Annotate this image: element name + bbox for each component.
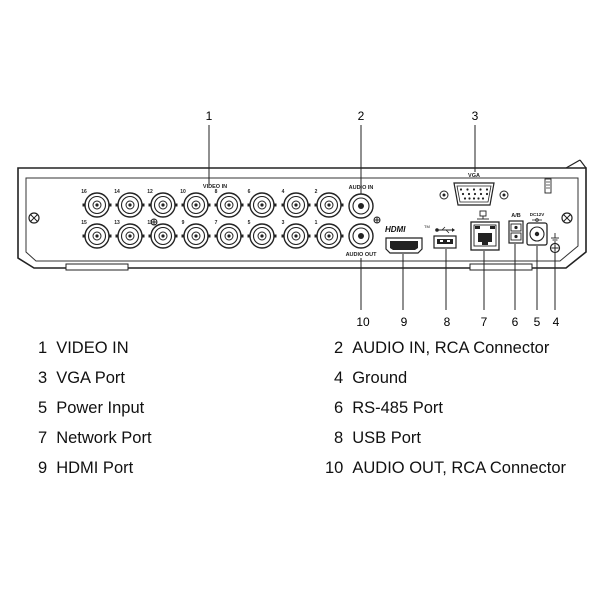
bnc-video-input[interactable] xyxy=(82,192,112,218)
callout-4: 4 xyxy=(553,315,560,329)
bnc-video-input[interactable] xyxy=(214,223,244,249)
bnc-channel-number: 10 xyxy=(180,189,186,195)
callout-2: 2 xyxy=(358,109,365,123)
bnc-video-input[interactable] xyxy=(247,192,277,218)
rs485-port[interactable] xyxy=(508,220,524,244)
left-screw xyxy=(28,212,40,224)
callout-1: 1 xyxy=(206,109,213,123)
bnc-channel-number: 7 xyxy=(215,220,218,226)
bnc-video-input[interactable] xyxy=(148,223,178,249)
bnc-video-input[interactable] xyxy=(247,223,277,249)
audio-out-rca-connector[interactable] xyxy=(348,223,374,249)
bnc-channel-number: 6 xyxy=(248,189,251,195)
video-ground-mark xyxy=(150,218,158,226)
bnc-channel-number: 9 xyxy=(182,220,185,226)
callout-leader-lines xyxy=(208,125,556,310)
video-in-bnc-group: 16 14 12 10 8 6 4 2 15 13 11 9 7 5 3 1 xyxy=(81,189,344,249)
callout-6: 6 xyxy=(512,315,519,329)
network-port[interactable] xyxy=(470,221,500,251)
video-in-panel-label: VIDEO IN xyxy=(203,184,227,190)
bnc-channel-number: 1 xyxy=(315,220,318,226)
usb-icon xyxy=(435,226,455,234)
vga-port[interactable] xyxy=(439,182,509,206)
bnc-channel-number: 16 xyxy=(81,189,87,195)
bnc-video-input[interactable] xyxy=(314,192,344,218)
callout-5: 5 xyxy=(534,315,541,329)
bnc-channel-number: 8 xyxy=(215,189,218,195)
bnc-channel-number: 13 xyxy=(114,220,120,226)
hdmi-logo: HDMI TM xyxy=(385,224,430,234)
bnc-video-input[interactable] xyxy=(148,192,178,218)
callout-7: 7 xyxy=(481,315,488,329)
vga-panel-label: VGA xyxy=(468,173,480,179)
bnc-channel-number: 11 xyxy=(147,220,153,226)
svg-text:TM: TM xyxy=(424,224,430,229)
ground-icon xyxy=(551,233,559,243)
bnc-channel-number: 5 xyxy=(248,220,251,226)
hdmi-port[interactable] xyxy=(385,237,423,254)
right-screw xyxy=(561,212,573,224)
callout-3: 3 xyxy=(472,109,479,123)
power-input-port[interactable] xyxy=(526,222,548,246)
bnc-channel-number: 4 xyxy=(282,189,285,195)
hdmi-panel-label: HDMI xyxy=(385,225,406,234)
audio-in-rca-connector[interactable] xyxy=(348,193,374,219)
serial-label-sticker xyxy=(544,178,552,194)
usb-port[interactable] xyxy=(433,235,457,249)
bnc-video-input[interactable] xyxy=(214,192,244,218)
bnc-channel-number: 2 xyxy=(315,189,318,195)
bnc-channel-number: 3 xyxy=(282,220,285,226)
bnc-video-input[interactable] xyxy=(314,223,344,249)
bnc-channel-number: 14 xyxy=(114,189,120,195)
network-icon xyxy=(477,210,489,220)
bnc-channel-number: 12 xyxy=(147,189,153,195)
rs485-panel-label: A/B xyxy=(511,213,521,219)
bnc-video-input[interactable] xyxy=(181,192,211,218)
bnc-video-input[interactable] xyxy=(281,223,311,249)
bnc-video-input[interactable] xyxy=(281,192,311,218)
audio-out-panel-label: AUDIO OUT xyxy=(346,252,378,258)
bnc-video-input[interactable] xyxy=(82,223,112,249)
ground-terminal[interactable] xyxy=(549,242,561,254)
power-panel-label: DC12V xyxy=(530,212,545,217)
power-polarity-icon xyxy=(532,218,542,222)
callout-8: 8 xyxy=(444,315,451,329)
bnc-video-input[interactable] xyxy=(181,223,211,249)
audio-ground-mark xyxy=(373,216,381,224)
bnc-video-input[interactable] xyxy=(115,223,145,249)
callout-10: 10 xyxy=(356,315,370,329)
bnc-video-input[interactable] xyxy=(115,192,145,218)
bnc-channel-number: 15 xyxy=(81,220,87,226)
callout-9: 9 xyxy=(401,315,408,329)
